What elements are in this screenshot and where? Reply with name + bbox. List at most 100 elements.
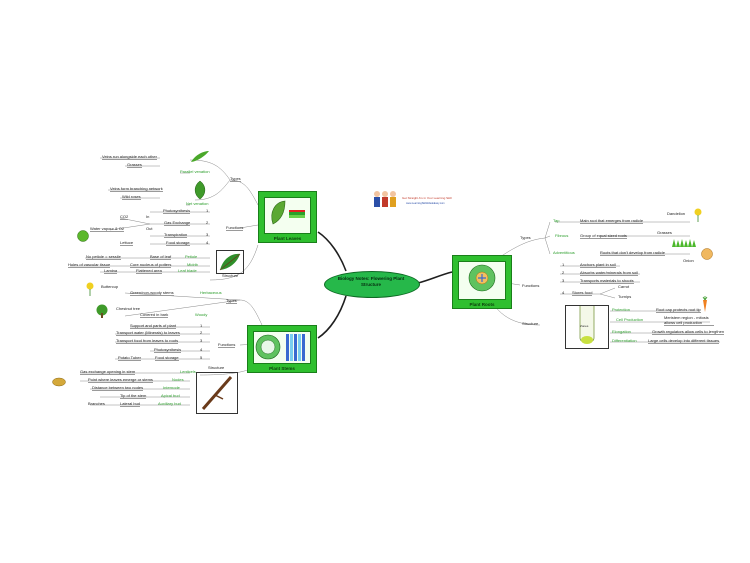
buttercup-icon [84, 282, 96, 296]
roots-type-2-example: Grasses [657, 230, 672, 235]
roots-functions-label: Functions [522, 283, 540, 288]
leaves-functions-label: Functions [226, 225, 244, 231]
roots-structure-3-desc: Growth regulators allow cells to lengthe… [652, 329, 725, 335]
stems-function-3: Transport food from leaves to roots [116, 338, 179, 344]
roots-type-3-desc: Roots that don't develop from radicle [600, 250, 666, 256]
leaf-structure-icon [216, 250, 244, 274]
leaves-structure-label: Structure [222, 273, 239, 278]
leaves-structure-1-desc2: Base of leaf [150, 254, 172, 260]
leaves-function-1-num: 1 [206, 208, 209, 213]
logo-people-icon [372, 190, 400, 212]
roots-function-3-num: 3 [562, 278, 565, 283]
parallel-leaf-icon [190, 150, 210, 164]
roots-structure-4-desc: Large cells develop into different tissu… [648, 338, 720, 344]
roots-structure-1-name: Protection [612, 307, 631, 312]
stems-structure-5-desc: Lateral bud [120, 401, 141, 407]
stems-function-5: Food storage [155, 355, 179, 361]
roots-type-3-name: Adventitious [553, 250, 575, 255]
branches-label: Branches [88, 401, 105, 406]
logo-line2: www.LearningSkillsMadeEasy.com [406, 202, 445, 205]
stems-functions-label: Functions [218, 342, 236, 348]
leaves-function-1: Photosynthesis [163, 208, 191, 214]
stems-function-4: Photosynthesis [154, 347, 182, 353]
lettuce-example: Lettuce [120, 240, 134, 246]
onion-icon [700, 246, 714, 260]
herbaceous-name: Herbaceous [200, 290, 222, 295]
leaves-title: Plant Leaves [273, 236, 302, 241]
central-topic-node[interactable] [324, 271, 420, 298]
roots-type-2-desc: Group of equal sized roots [580, 233, 627, 239]
stems-structure-4-name: Apical bud [161, 393, 180, 398]
leaves-type-1-name: Parallel venation [180, 169, 210, 174]
roots-type-1-example: Dandelion [667, 211, 686, 216]
stems-structure-3-name: Internode [163, 385, 180, 390]
root-tip-diagram-icon [565, 305, 609, 349]
leaves-structure-2-desc1: Holes of vascular tissue [68, 262, 111, 268]
woody-name: Woody [195, 312, 208, 317]
leaves-node[interactable]: Plant Leaves [258, 191, 317, 243]
carrot-icon [700, 296, 710, 312]
leaves-type-1-desc1: Veins run alongside each other [102, 154, 157, 160]
turnip-example: Turnips [618, 294, 632, 299]
net-leaf-icon [192, 180, 208, 200]
buttercup-example: Buttercup [101, 284, 119, 289]
stems-structure-2-desc: Point where leaves emerge or stems [88, 377, 153, 383]
leaves-type-2-name: Net venation [186, 201, 209, 206]
roots-structure-4-name: Differentiation [612, 338, 637, 343]
roots-type-1-name: Tap [553, 218, 560, 223]
stems-function-2: Transport water (Minerals) to leaves [116, 330, 180, 336]
stems-structure-2-name: Nodes [172, 377, 184, 382]
logo-line1: Get Straight A's in Your Learning Skill [402, 196, 452, 200]
grass-icon [672, 234, 696, 247]
roots-function-2-num: 2 [562, 270, 565, 275]
stems-function-3-num: 3 [200, 338, 203, 343]
roots-structure-1-desc: Root cap protects root tip [656, 307, 701, 313]
leaves-type-2-desc1: Veins form branching network [110, 186, 163, 192]
roots-title: Plant Roots [469, 302, 495, 307]
stems-function-5-num: 5 [200, 355, 203, 360]
leaves-function-3-num: 3 [206, 232, 209, 237]
stem-branch-icon [196, 372, 238, 414]
potato-icon [52, 374, 66, 387]
chestnut-example: Chestnut tree [116, 306, 141, 311]
gas-co2: CO2 [120, 214, 129, 220]
leaves-structure-1-desc1: No petiole = sessile [86, 254, 121, 260]
root-diagram-label: Zones [580, 324, 589, 328]
roots-function-2: Absorbs water/minerals from soil [580, 270, 639, 276]
stems-function-4-num: 4 [200, 347, 203, 352]
leaves-function-2: Gas Exchange [164, 220, 191, 226]
stems-structure-5-name: Auxiliary bud [158, 401, 181, 406]
roots-node[interactable]: Plant Roots [452, 255, 512, 309]
woody-desc: Covered in bark [140, 312, 169, 318]
stems-function-2-num: 2 [200, 330, 203, 335]
leaves-function-4: Food storage [166, 240, 190, 246]
roots-type-2-name: Fibrous [555, 233, 569, 238]
dandelion-icon [692, 208, 704, 222]
roots-structure-label: Structure [522, 321, 539, 326]
stems-types-label: Types [226, 298, 237, 304]
leaves-structure-1-name: Petiole [185, 254, 198, 259]
stems-structure-3-desc: Distance between two nodes [92, 385, 144, 391]
stems-function-1: Support and parts of plant [130, 323, 177, 329]
leaves-structure-3-name: Leaf blade [178, 268, 197, 273]
chestnut-tree-icon [94, 304, 110, 318]
roots-structure-3-name: Elongation [612, 329, 631, 334]
stems-structure-label: Structure [208, 365, 225, 370]
stems-title: Plant Stems [269, 366, 295, 371]
leaves-structure-2-name: Midrib [187, 262, 198, 267]
gas-water-vapour: Water vapour & O2 [90, 226, 125, 232]
lettuce-icon [76, 229, 90, 242]
stems-structure-1-desc: Gas exchange opening in stem [80, 369, 136, 375]
gas-in: In [146, 214, 150, 219]
roots-function-1: Anchors plant in soil [580, 262, 616, 268]
roots-function-1-num: 1 [562, 262, 565, 267]
potato-example: Potato Tuber [118, 355, 141, 361]
roots-type-3-example: Onion [683, 258, 694, 263]
roots-type-1-desc: Main root that emerges from radicle [580, 218, 644, 224]
stems-structure-4-desc: Tip of the stem [120, 393, 147, 399]
roots-structure-2-name: Cell Production [616, 317, 644, 322]
roots-function-4: Stores food [572, 290, 593, 296]
stems-node[interactable]: Plant Stems [247, 325, 317, 373]
roots-types-label: Types [520, 235, 531, 240]
herbaceous-desc: Green/non-woody stems [130, 290, 174, 296]
